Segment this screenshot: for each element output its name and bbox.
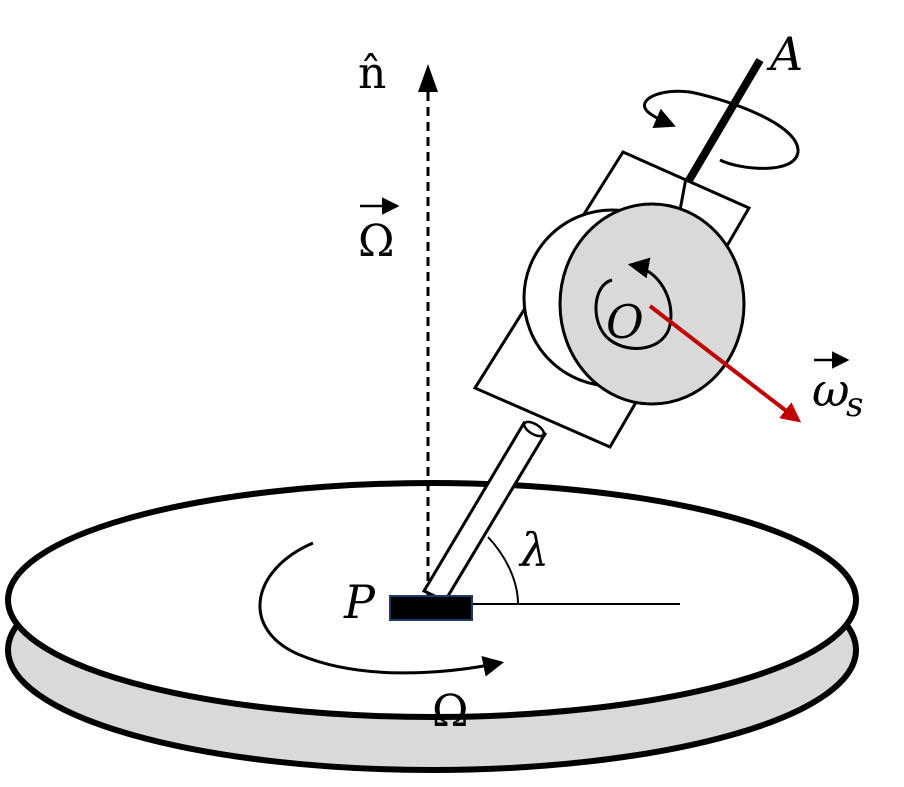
flywheel	[522, 202, 746, 406]
label-P: P	[343, 575, 376, 629]
precession-arrow-back	[643, 89, 691, 129]
rod-end-cap	[522, 420, 546, 438]
vertical-axis-arrowhead	[418, 64, 438, 92]
label-omega-s: ω s	[812, 351, 863, 425]
omega-rotation-arrow	[258, 541, 505, 677]
label-A: A	[766, 27, 803, 81]
label-lambda: λ	[518, 523, 549, 577]
label-O: O	[606, 295, 644, 349]
label-Omega: Ω	[432, 686, 468, 737]
label-Omega-vector-symbol: Ω	[358, 216, 394, 267]
label-n-hat: n̂	[358, 48, 386, 99]
pivot-block	[389, 595, 473, 621]
lambda-angle-arc	[487, 536, 519, 605]
axis-shaft	[684, 57, 764, 185]
spin-vector	[648, 304, 802, 423]
label-Omega-vector: Ω	[358, 197, 400, 267]
label-omega-s-subscript: s	[846, 385, 863, 425]
flywheel-spin-arrow	[594, 257, 673, 350]
label-omega-s-symbol: ω	[812, 363, 850, 417]
flywheel-face	[558, 202, 746, 406]
